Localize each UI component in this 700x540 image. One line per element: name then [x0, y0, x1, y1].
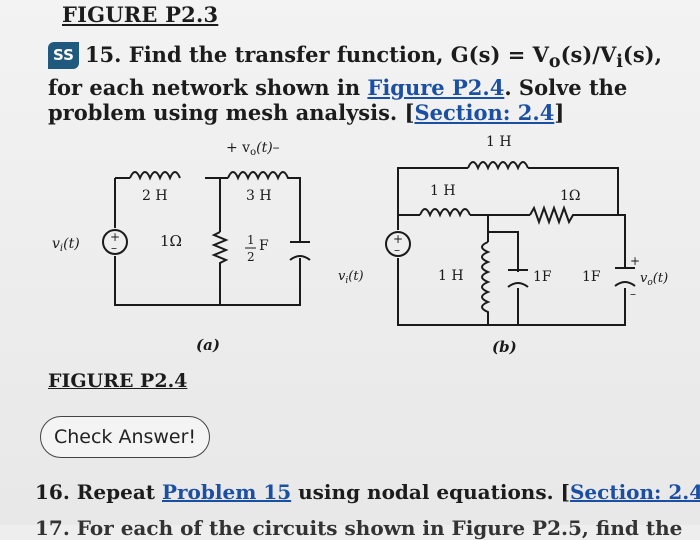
problem-17-cutoff: 17. For each of the circuits shown in Fi…	[35, 516, 683, 540]
label-cap-a-den: 2	[247, 250, 255, 264]
label-vo-a: + vo(t)–	[226, 140, 280, 158]
problem-16-text-a: Repeat	[69, 480, 162, 504]
cap-b1-plate2	[507, 282, 529, 288]
label-vo-b: vo(t)	[640, 271, 668, 288]
vo-minus: –	[630, 287, 636, 301]
circuit-figure: + – 2 H 3 H 1Ω 1 2 F vi(t) + vo(t)– (a)	[52, 134, 668, 356]
label-3h: 3 H	[246, 188, 272, 204]
sub-o: o	[548, 52, 561, 73]
source-b-plus: +	[393, 232, 403, 246]
label-1f-a: 1F	[533, 269, 552, 285]
section-2-4-link-16[interactable]: Section: 2.4	[569, 480, 700, 504]
label-1h-shunt: 1 H	[438, 268, 464, 284]
caption-b: (b)	[492, 338, 517, 356]
section-2-4-link[interactable]: Section: 2.4	[414, 100, 555, 126]
vo-plus: +	[630, 254, 640, 268]
circuit-a: + – 2 H 3 H 1Ω 1 2 F vi(t) + vo(t)– (a)	[52, 140, 311, 354]
figure-p2-3-heading: FIGURE P2.3	[62, 2, 219, 27]
problem-15-link[interactable]: Problem 15	[161, 480, 292, 504]
source-b-icon	[385, 231, 411, 257]
label-2h: 2 H	[142, 188, 168, 204]
inductor-2h	[129, 171, 181, 181]
label-1ohm-b: 1Ω	[560, 188, 581, 204]
caption-a: (a)	[196, 336, 220, 354]
label-1ohm-a: 1Ω	[160, 232, 182, 250]
problem-15-number: 15.	[84, 42, 122, 67]
problem-16-number: 16.	[35, 480, 70, 504]
problem-16-text-b: using nodal equations. [	[291, 480, 570, 504]
problem-15-text-e: ]	[554, 100, 565, 126]
cap-b2-plate2	[614, 281, 636, 287]
label-1f-b: 1F	[582, 269, 601, 285]
sub-i: i	[616, 52, 623, 73]
source-a-minus: –	[111, 241, 117, 255]
ss-badge: SS	[48, 42, 79, 69]
source-b-minus: –	[394, 243, 400, 257]
figure-p2-4-caption: FIGURE P2.4	[48, 370, 188, 392]
wire-b	[397, 167, 626, 326]
inductor-3h	[227, 171, 292, 181]
label-1h-mid: 1 H	[430, 183, 456, 199]
cap-a-plate2	[289, 255, 311, 261]
inductor-mid-b	[419, 208, 471, 218]
label-cap-a: F	[259, 238, 269, 254]
resistor-a	[211, 231, 229, 266]
source-a-icon	[102, 229, 128, 255]
label-1h-top: 1 H	[486, 134, 512, 150]
source-a-plus: +	[110, 230, 120, 244]
inductor-shunt-b	[481, 241, 491, 316]
label-vi-b: vi(t)	[338, 269, 364, 286]
figure-p2-4-link[interactable]: Figure P2.4	[367, 75, 505, 101]
problem-15-text-d: . Solve the problem using mesh analysis.…	[48, 75, 628, 126]
problem-15-text-a: Find the transfer function, G(s) = V	[121, 42, 549, 67]
resistor-b	[529, 205, 618, 225]
problem-15-text-b: (s)/V	[560, 42, 617, 67]
circuit-b: + – 1 H 1 H 1Ω 1 H 1F 1F + – vi(t) vo(t)…	[338, 134, 668, 356]
label-vi-a: vi(t)	[52, 236, 80, 254]
check-answer-button[interactable]: Check Answer!	[40, 416, 210, 458]
inductor-top-b	[467, 161, 529, 171]
label-cap-a-num: 1	[247, 233, 255, 247]
problem-16: 16. Repeat Problem 15 using nodal equati…	[35, 480, 700, 504]
problem-15-text-c: (s), for each network shown in	[48, 42, 662, 101]
